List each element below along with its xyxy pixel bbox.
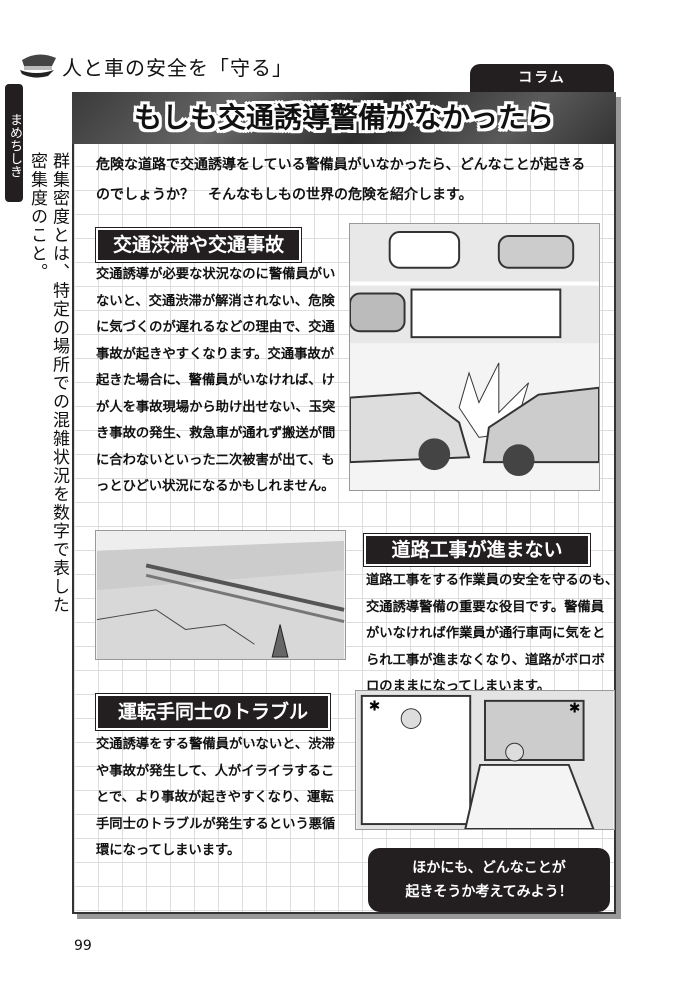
intro-line: 危険な道路で交通誘導をしている警備員がいなかったら、どんなことが起きる (96, 157, 586, 173)
chapter-title: 人と車の安全を「守る」 (62, 56, 293, 80)
intro-line: のでしょうか？ そんなもしもの世界の危険を紹介します。 (96, 187, 473, 203)
section-text-roadwork: 道路工事をする作業員の安全を守るのも、 交通誘導警備の重要な役目です。警備員 が… (366, 568, 618, 701)
column-tab: コラム (470, 64, 614, 92)
traffic-accident-illustration (349, 223, 600, 491)
title-banner (72, 92, 616, 144)
text-line: 交通誘導警備の重要な役目です。警備員 (366, 599, 605, 615)
text-line: 事故が起きやすくなります。交通事故が (96, 346, 335, 362)
text-line: 交通誘導をする警備員がいないと、渋滞 (96, 737, 335, 752)
text-line: に合わないといった二次被害が出て、も (96, 452, 335, 468)
text-line: 起きた場合に、警備員がいなければ、け (96, 373, 335, 388)
svg-text:✱: ✱ (569, 701, 581, 717)
section-heading-roadwork: 道路工事が進まない (363, 533, 591, 567)
section-heading-driver-trouble: 運転手同士のトラブル (95, 693, 331, 731)
trivia-badge: まめちしき (5, 84, 23, 202)
text-line: とで、より事故が起きやすくなり、運転 (96, 790, 334, 805)
section-text-traffic: 交通誘導が必要な状況なのに警備員がい ないと、交通渋滞が解消されない、危険 に気… (96, 262, 335, 501)
guard-cap-icon (20, 54, 56, 78)
text-line: に気づくのが遅れるなどの理由で、交通 (96, 320, 335, 335)
column-title: もしも交通誘導警備がなかったら (133, 101, 554, 134)
text-line: られ工事が進まなくなり、道路がボロボ (366, 652, 605, 668)
section-heading-traffic: 交通渋滞や交通事故 (95, 227, 302, 263)
svg-text:✱: ✱ (369, 699, 381, 715)
text-line: 交通誘導が必要な状況なのに警備員がい (96, 267, 336, 282)
intro-text: 危険な道路で交通誘導をしている警備員がいなかったら、どんなことが起きる のでしょ… (96, 150, 585, 210)
text-line: ないと、交通渋滞が解消されない、危険 (96, 293, 335, 309)
text-line: 手同士のトラブルが発生するという悪循 (96, 816, 336, 832)
text-line: き事故の発生、救急車が通れず搬送が間 (96, 426, 336, 441)
text-line: 環になってしまいます。 (96, 843, 241, 858)
text-line: がいなければ作業員が通行車両に気をと (366, 626, 606, 641)
page-number: 99 (74, 938, 92, 954)
text-line: 道路工事をする作業員の安全を守るのも、 (366, 573, 619, 588)
callout-box: ほかにも、どんなことが 起きそうか考えてみよう！ (368, 848, 610, 912)
text-line: が人を事故現場から助け出せない、玉突 (96, 399, 336, 415)
text-line: や事故が発生して、人がイライラするこ (96, 763, 335, 779)
trivia-text: 群集密度とは、特定の場所での混雑状況を数字で表した密集度のこと。 (27, 152, 69, 615)
section-text-driver-trouble: 交通誘導をする警備員がいないと、渋滞 や事故が発生して、人がイライラするこ とで… (96, 732, 335, 865)
damaged-road-illustration (95, 530, 346, 660)
callout-line: ほかにも、どんなことが (412, 860, 566, 876)
angry-drivers-illustration: ✱ ✱ (355, 690, 615, 830)
callout-line: 起きそうか考えてみよう！ (405, 884, 573, 900)
text-line: っとひどい状況になるかもしれません。 (96, 479, 335, 494)
